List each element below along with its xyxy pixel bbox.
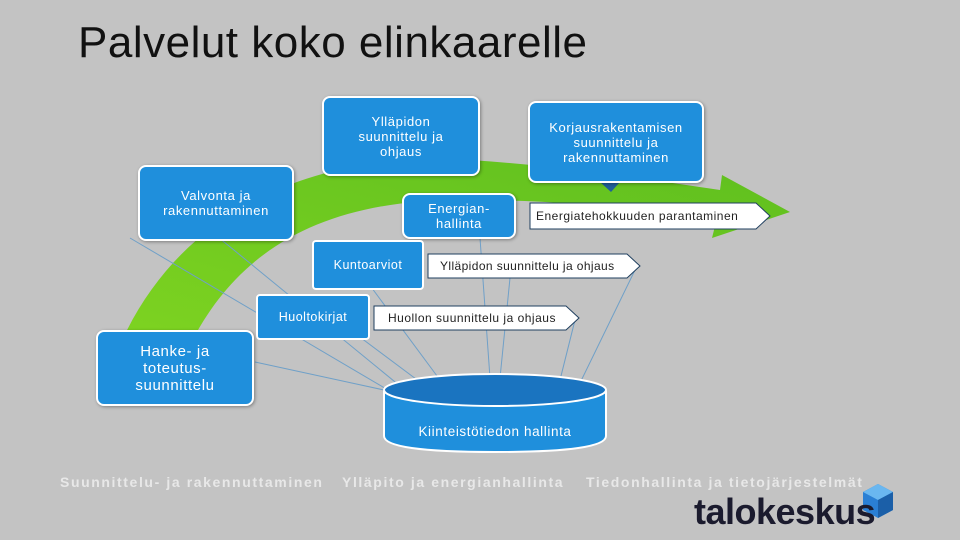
box-valvonta-label: Valvonta ja rakennuttaminen [163, 188, 269, 218]
box-hanke-label: Hanke- ja toteutus- suunnittelu [135, 342, 215, 394]
box-kuntoarviot: Kuntoarviot [312, 240, 424, 290]
footer-right: Tiedonhallinta ja tietojärjestelmät [586, 474, 864, 490]
korjaus-pointer [600, 182, 620, 192]
box-hanke: Hanke- ja toteutus- suunnittelu [96, 330, 254, 406]
box-korjaus: Korjausrakentamisen suunnittelu ja raken… [528, 101, 704, 183]
box-huoltokirjat: Huoltokirjat [256, 294, 370, 340]
box-valvonta: Valvonta ja rakennuttaminen [138, 165, 294, 241]
box-yllapidon-label: Ylläpidon suunnittelu ja ohjaus [358, 113, 444, 159]
tag-yllapito [427, 253, 641, 279]
box-korjaus-label: Korjausrakentamisen suunnittelu ja raken… [549, 119, 683, 165]
box-huoltokirjat-label: Huoltokirjat [278, 310, 348, 324]
tag-huolto [373, 305, 580, 331]
logo-cube-icon [863, 484, 893, 518]
footer-middle: Ylläpito ja energianhallinta [342, 474, 565, 490]
tag-yllapito-label: Ylläpidon suunnittelu ja ohjaus [440, 259, 615, 273]
database-label: Kiinteistötiedon hallinta [418, 424, 572, 439]
box-yllapidon: Ylläpidon suunnittelu ja ohjaus [322, 96, 480, 176]
page-title: Palvelut koko elinkaarelle [78, 18, 588, 67]
logo: talokeskus [694, 491, 876, 532]
tag-huolto-label: Huollon suunnittelu ja ohjaus [388, 311, 556, 325]
arrow-tags [373, 202, 771, 331]
box-energian: Energian- hallinta [402, 193, 516, 239]
database-cylinder [383, 373, 607, 454]
footer-left: Suunnittelu- ja rakennuttaminen [60, 474, 324, 490]
box-kuntoarviot-label: Kuntoarviot [333, 258, 403, 272]
tag-energiatehokkuus [529, 202, 771, 230]
tag-energiatehokkuus-label: Energiatehokkuuden parantaminen [536, 209, 739, 223]
box-energian-label: Energian- hallinta [428, 201, 490, 231]
